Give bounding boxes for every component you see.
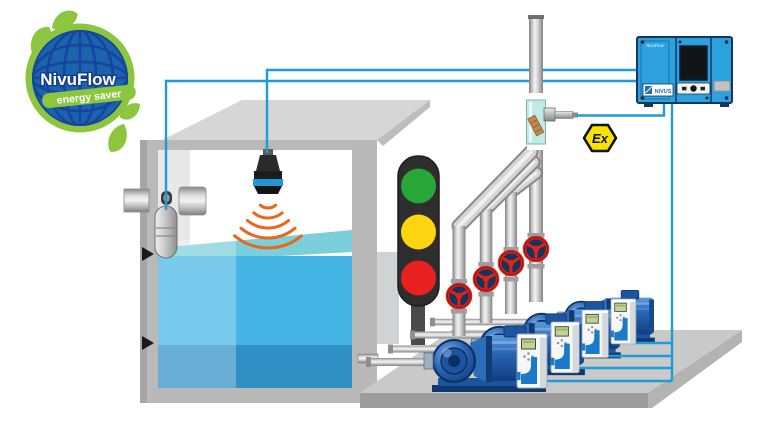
frequency-converter	[516, 333, 548, 389]
controller-keypad[interactable]	[676, 82, 711, 95]
frequency-converter	[550, 321, 580, 374]
brand-label: NIVUS	[655, 89, 672, 95]
tank-top-edge	[377, 100, 430, 146]
ultrasonic-cable	[265, 68, 637, 153]
tank-left-edge	[140, 140, 147, 403]
tank-right-wall	[377, 252, 399, 344]
float-cable	[164, 79, 637, 210]
ultrasonic-waves-icon	[233, 203, 303, 250]
sensor-cables	[164, 68, 637, 210]
level-marker-low-icon	[142, 336, 154, 350]
logo-title: NivuFlow	[40, 70, 116, 89]
inlet-stub-front	[178, 186, 207, 216]
traffic-light-red	[401, 260, 436, 296]
frequency-converter	[610, 298, 637, 345]
key-right[interactable]	[700, 86, 706, 91]
ex-protection-badge: Ex	[582, 123, 618, 153]
water-left-pane	[158, 240, 236, 388]
water	[158, 256, 352, 346]
controller-model-label: NivuFlow	[646, 43, 664, 48]
controller: NivuFlow NIVUS	[636, 36, 733, 107]
valve-handwheel-icon	[472, 265, 500, 293]
key-center[interactable]	[690, 85, 697, 92]
valve-handwheel-icon	[497, 249, 525, 277]
ex-label: Ex	[592, 131, 609, 146]
ex-sensor-probe	[543, 107, 578, 122]
inlet-stub-left	[123, 188, 150, 213]
tank-frame	[140, 140, 377, 403]
nivuflow-logo: NivuFlow energy saver	[22, 7, 145, 157]
measurement-section	[526, 93, 578, 150]
traffic-light-yellow	[401, 214, 436, 250]
control-cables	[544, 103, 674, 383]
nivus-brand-plate: NIVUS	[642, 83, 674, 97]
tank-top-face	[162, 100, 430, 140]
controller-display	[679, 45, 708, 81]
key-left[interactable]	[682, 86, 687, 91]
controller-screws	[640, 40, 729, 100]
flow-sensor-icon	[527, 114, 545, 137]
ex-sensor-cable	[577, 104, 666, 117]
level-marker-high-icon	[142, 247, 154, 261]
water-front	[158, 345, 352, 388]
traffic-light-green	[401, 168, 436, 204]
tank	[123, 100, 430, 403]
logo-banner: energy saver	[42, 84, 136, 109]
valve-handwheel-icon	[445, 282, 473, 310]
pipe-flanges	[451, 233, 545, 314]
traffic-light	[397, 155, 440, 345]
controller-slot	[713, 80, 731, 92]
discharge-piping	[451, 15, 578, 336]
frequency-converter	[581, 309, 609, 358]
valve-handwheel-icon	[522, 235, 550, 263]
